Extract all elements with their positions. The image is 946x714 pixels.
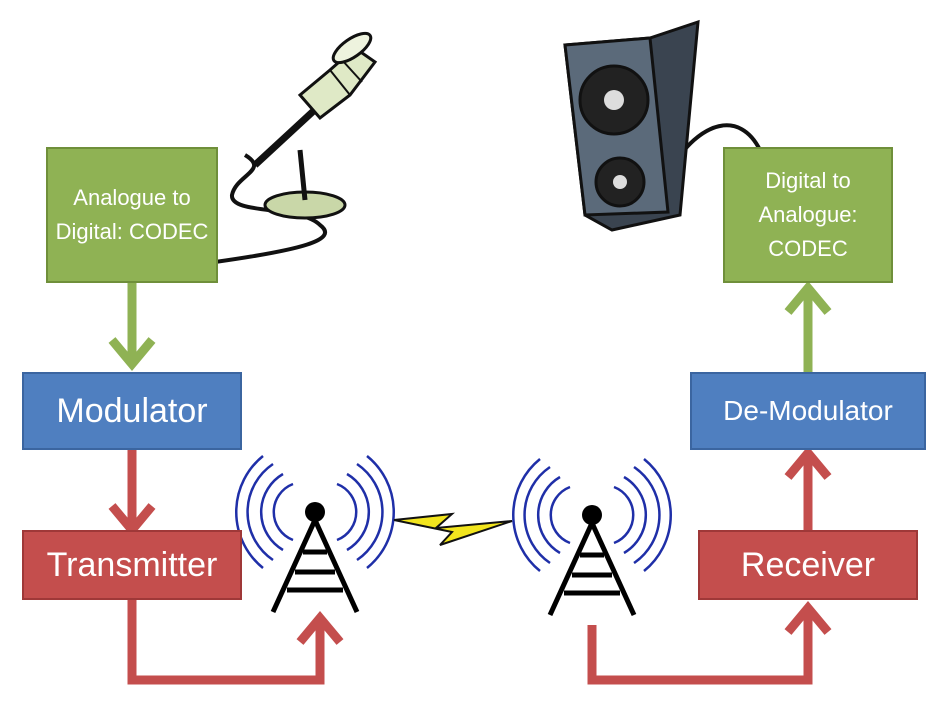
adc-codec-block: Analogue to Digital: CODEC [46, 147, 218, 283]
arrow-antenna-to-receiver [587, 600, 832, 685]
microphone-icon [252, 31, 378, 220]
modulator-label: Modulator [56, 391, 208, 430]
arrow-transmitter-to-antenna [127, 600, 344, 685]
dac-codec-block: Digital to Analogue: CODEC [723, 147, 893, 283]
demodulator-block: De-Modulator [690, 372, 926, 450]
transmitter-label: Transmitter [46, 545, 218, 584]
lightning-bolt-icon [393, 512, 513, 546]
receiver-block: Receiver [698, 530, 918, 600]
modulator-block: Modulator [22, 372, 242, 450]
arrow-receiver-to-demodulator [784, 445, 832, 530]
dac-codec-label: Digital to Analogue: CODEC [758, 168, 858, 261]
speaker-icon [563, 19, 700, 232]
radio-tower-icon [512, 458, 672, 617]
arrow-modulator-to-transmitter [108, 450, 156, 538]
arrow-adc-to-modulator [108, 283, 156, 372]
receiver-label: Receiver [740, 545, 876, 584]
arrow-demodulator-to-dac [784, 280, 832, 372]
adc-codec-label: Analogue to Digital: CODEC [55, 185, 209, 244]
radio-tower-icon [235, 455, 395, 614]
transmitter-block: Transmitter [22, 530, 242, 600]
demodulator-label: De-Modulator [723, 395, 893, 426]
